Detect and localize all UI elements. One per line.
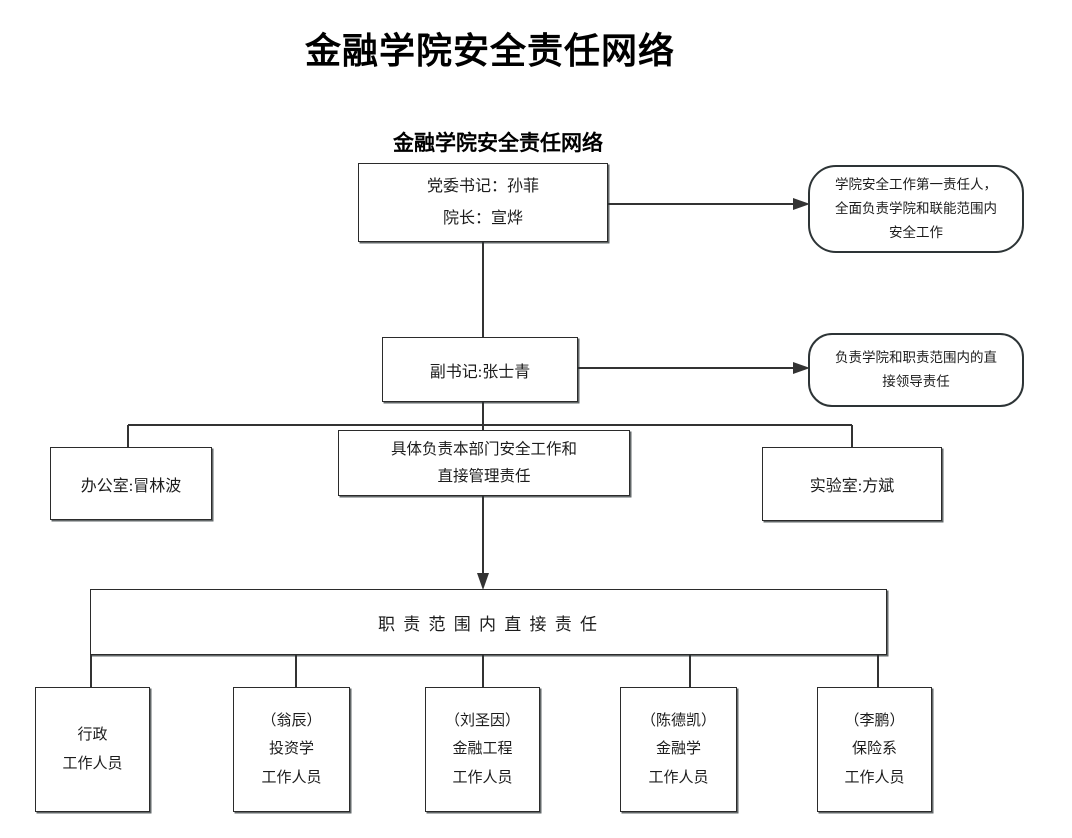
node-staff-insurance: （李鹏） 保险系 工作人员 bbox=[817, 687, 932, 812]
diagram-title: 金融学院安全责任网络 bbox=[393, 132, 603, 155]
node-office: 办公室:冒林波 bbox=[50, 447, 212, 520]
node-deputy-secretary: 副书记:张士青 bbox=[382, 337, 578, 402]
node-staff-admin: 行政 工作人员 bbox=[35, 687, 150, 812]
note-direct-leadership: 负责学院和职责范围内的直 接领导责任 bbox=[808, 333, 1024, 407]
arrowhead-direct bbox=[477, 573, 489, 590]
node-duty-description: 具体负责本部门安全工作和 直接管理责任 bbox=[338, 430, 630, 496]
node-staff-financial-engineering: （刘圣因） 金融工程 工作人员 bbox=[425, 687, 540, 812]
note-first-responsibility: 学院安全工作第一责任人， 全面负责学院和联能范围内 安全工作 bbox=[808, 165, 1024, 253]
arrowhead-note1 bbox=[793, 198, 810, 210]
page-title: 金融学院安全责任网络 bbox=[304, 30, 675, 71]
node-direct-responsibility-bar: 职 责 范 围 内 直 接 责 任 bbox=[90, 589, 887, 655]
arrowhead-note2 bbox=[793, 362, 810, 374]
node-lab: 实验室:方斌 bbox=[762, 447, 942, 521]
node-staff-finance: （陈德凯） 金融学 工作人员 bbox=[620, 687, 737, 812]
node-staff-investment: （翁辰） 投资学 工作人员 bbox=[233, 687, 350, 812]
node-party-secretary: 党委书记：孙菲 院长：宣烨 bbox=[358, 163, 608, 242]
